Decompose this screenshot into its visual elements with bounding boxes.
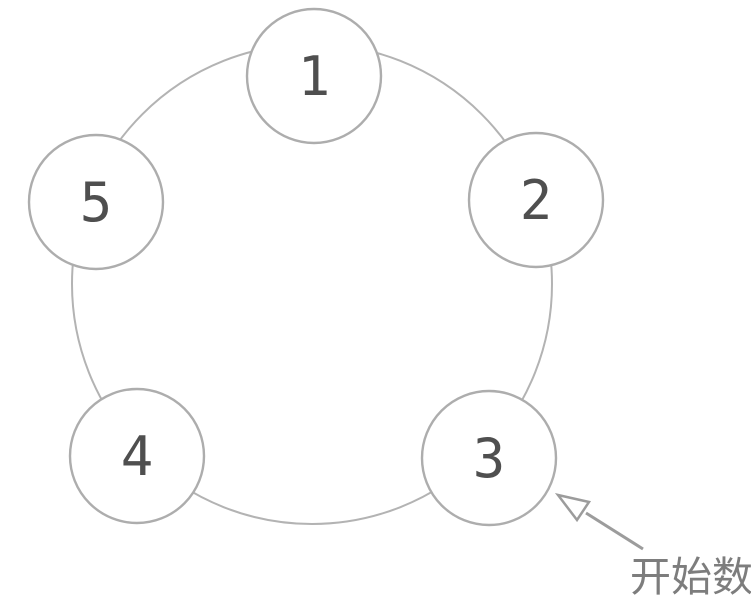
- node-2-label: 2: [520, 169, 553, 232]
- node-2: 2: [467, 131, 605, 269]
- node-4: 4: [68, 387, 206, 525]
- node-5-label: 5: [80, 171, 113, 234]
- arrow-shaft: [585, 511, 644, 551]
- start-annotation: 开始数: [554, 493, 751, 601]
- start-annotation-label: 开始数: [630, 553, 751, 601]
- node-1-label: 1: [298, 45, 331, 108]
- node-1-circle: [245, 7, 383, 145]
- arrow-head-icon: [554, 493, 592, 523]
- node-3-circle: [420, 389, 558, 527]
- node-5-circle: [27, 133, 165, 271]
- node-5: 5: [27, 133, 165, 271]
- node-1: 1: [245, 7, 383, 145]
- node-2-circle: [467, 131, 605, 269]
- node-4-label: 4: [121, 425, 154, 488]
- node-4-circle: [68, 387, 206, 525]
- node-3: 3: [420, 389, 558, 527]
- node-3-label: 3: [473, 427, 506, 490]
